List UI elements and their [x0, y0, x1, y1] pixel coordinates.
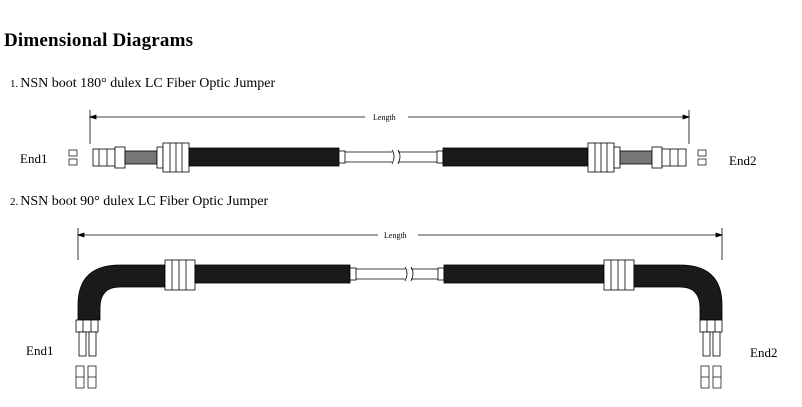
- diagram-1-dimension-line: [88, 110, 691, 144]
- diagram-2-end1-label: End1: [26, 343, 54, 358]
- diagram-2-left-coupling: [164, 259, 196, 291]
- diagram-1-jumper-180: Length: [68, 110, 707, 173]
- diagram-1-number: 1.: [10, 78, 19, 90]
- diagram-1-right-end-icon: [697, 149, 707, 166]
- diagram-1-left-boot: [188, 147, 346, 167]
- diagram-1-left-end-icon: [68, 149, 78, 166]
- diagram-1-end2-label: End2: [729, 153, 757, 168]
- diagram-2-length-label: Length: [384, 231, 407, 240]
- diagram-1-right-lc-connector: [587, 142, 687, 173]
- diagram-2-left-end-icon: [75, 365, 97, 389]
- page-title: Dimensional Diagrams: [4, 30, 194, 51]
- diagram-1-title: NSN boot 180° dulex LC Fiber Optic Jumpe…: [20, 76, 276, 91]
- diagram-1-end1-label: End1: [20, 151, 48, 166]
- diagram-1-left-lc-connector: [92, 142, 190, 173]
- diagram-2-title-row: 2.NSN boot 90° dulex LC Fiber Optic Jump…: [10, 194, 268, 210]
- diagram-2-jumper-90: Length: [75, 228, 724, 389]
- diagram-2-cable: [356, 266, 438, 282]
- diagram-2-dimension-line: [76, 228, 724, 260]
- diagram-2-end2-label: End2: [750, 345, 778, 360]
- diagram-2-left-boot: [194, 264, 357, 284]
- diagram-2-title: NSN boot 90° dulex LC Fiber Optic Jumper: [20, 194, 269, 209]
- diagram-2-left-bent-boot: [77, 264, 166, 321]
- diagram-1-cable: [345, 149, 437, 165]
- diagram-2-right-boot: [437, 264, 605, 284]
- diagram-1-right-boot: [436, 147, 589, 167]
- diagram-2-number: 2.: [10, 196, 19, 208]
- diagram-1-title-row: 1.NSN boot 180° dulex LC Fiber Optic Jum…: [10, 76, 275, 92]
- diagram-2-right-lc-connector: [699, 319, 723, 357]
- diagram-2-right-bent-boot: [633, 264, 723, 321]
- diagram-2-right-end-icon: [700, 365, 722, 389]
- diagram-2-left-lc-connector: [75, 319, 99, 357]
- diagram-2-right-coupling: [603, 259, 635, 291]
- diagram-1-length-label: Length: [373, 113, 396, 122]
